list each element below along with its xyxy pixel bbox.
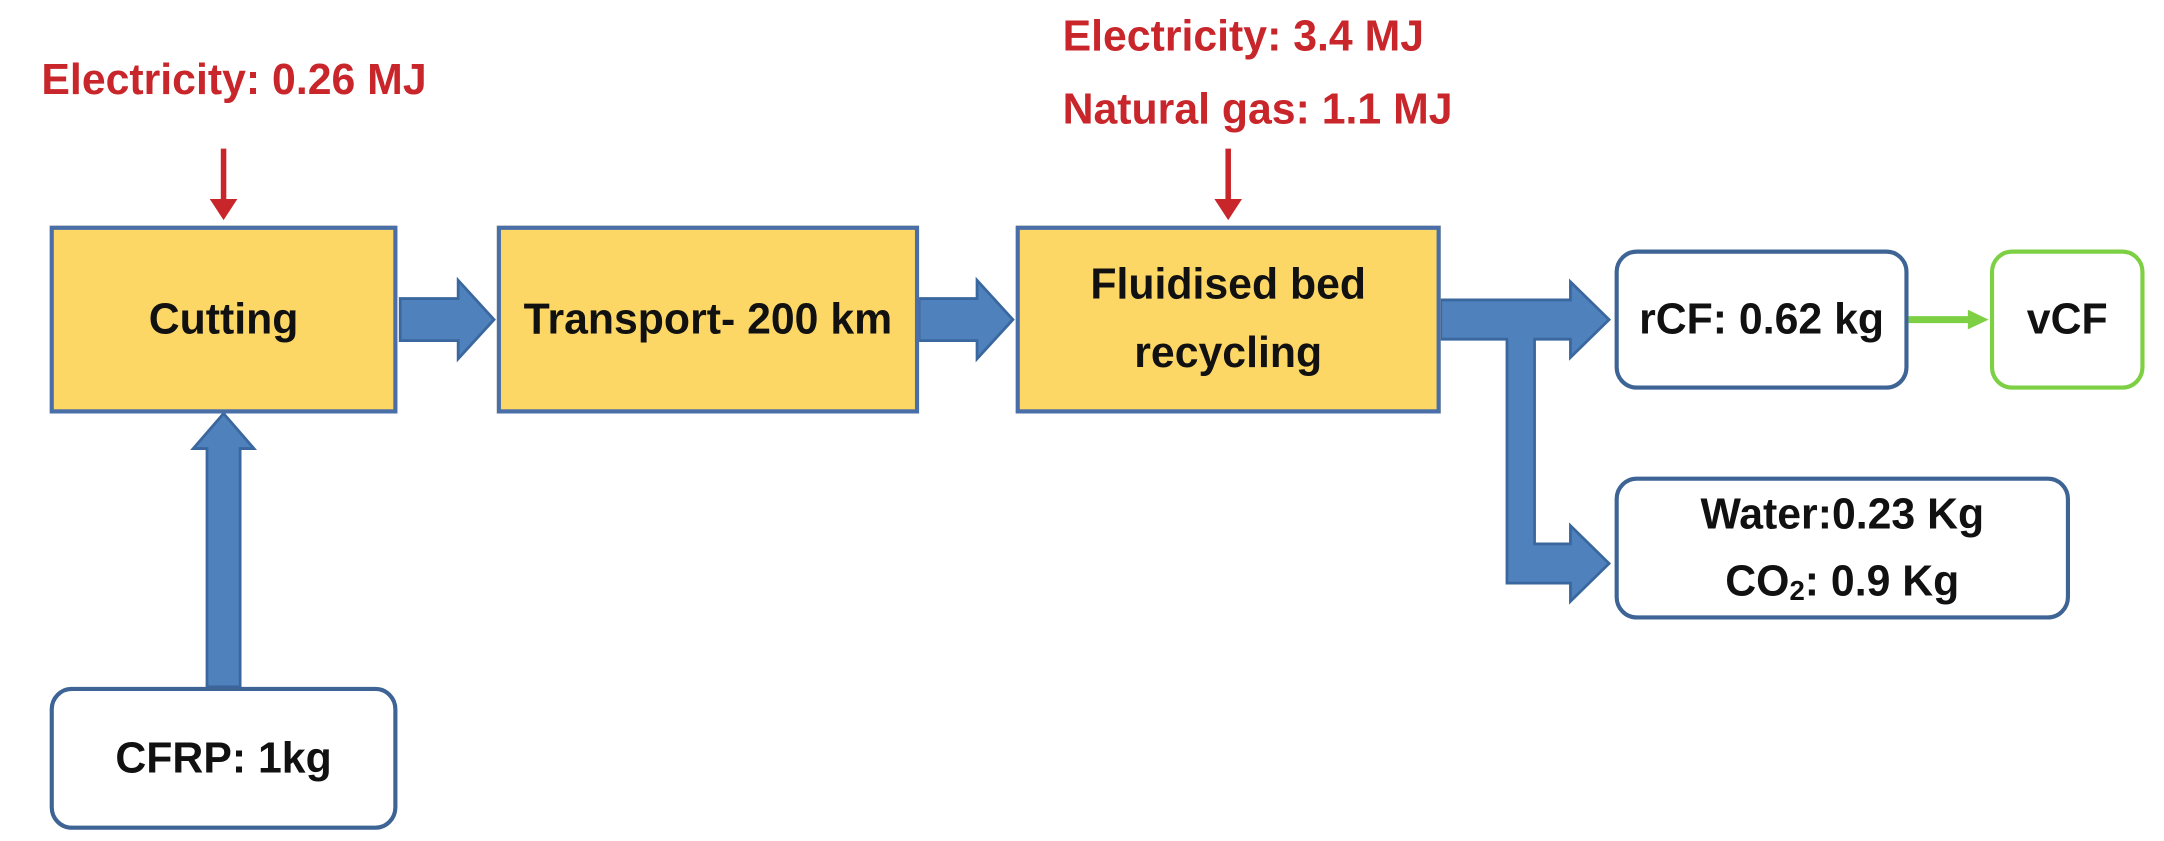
arrow-transport-to-recycling (917, 276, 1015, 363)
recycling-natural-gas-label: Natural gas: 1.1 MJ (1062, 84, 1453, 134)
vcf-box: vCF (1989, 249, 2145, 390)
cutting-electricity-label: Electricity: 0.26 MJ (41, 54, 427, 104)
recycling-label-line1: Fluidised bed (1090, 259, 1367, 309)
water-label: Water:0.23 Kg (1700, 489, 1985, 539)
arrow-recycling-to-outputs (1439, 278, 1612, 605)
rcf-output-box: rCF: 0.62 kg (1614, 249, 1909, 390)
emissions-output-box: Water:0.23 Kg CO2: 0.9 Kg (1614, 476, 2070, 620)
arrow-cfrp-to-cutting (190, 411, 257, 689)
cutting-label: Cutting (148, 293, 299, 343)
cfrp-label: CFRP: 1kg (115, 732, 332, 782)
co2-label: CO2: 0.9 Kg (1725, 556, 1960, 607)
recycling-electricity-label: Electricity: 3.4 MJ (1062, 11, 1425, 61)
fluidised-bed-recycling-box: Fluidised bed recycling (1015, 225, 1441, 414)
rcf-label: rCF: 0.62 kg (1639, 293, 1885, 343)
energy-arrowhead-cutting (209, 199, 238, 221)
transport-label: Transport- 200 km (523, 293, 893, 343)
arrow-cutting-to-transport (398, 276, 496, 363)
energy-arrowhead-recycling (1214, 199, 1242, 221)
recycling-label-line2: recycling (1134, 327, 1323, 378)
arrowhead-rcf-to-vcf (1967, 309, 1989, 330)
cfrp-input-box: CFRP: 1kg (49, 686, 398, 830)
transport-process-box: Transport- 200 km (496, 225, 920, 414)
vcf-label: vCF (2026, 293, 2108, 343)
cutting-process-box: Cutting (49, 225, 398, 414)
